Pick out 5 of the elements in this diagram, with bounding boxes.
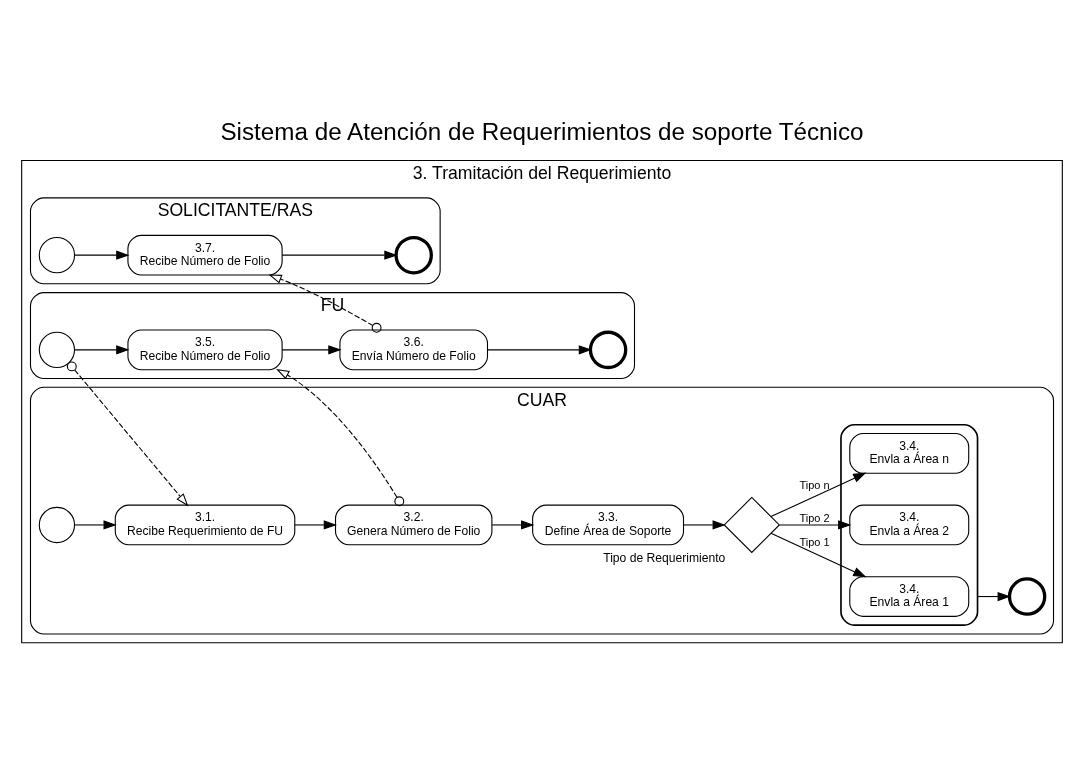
diagram-title: Sistema de Atención de Requerimientos de soporte Técnico: [220, 117, 864, 145]
edge-label: Tipo 1: [799, 535, 830, 548]
edge-label: Tipo n: [799, 478, 830, 491]
node-label: Tipo de Requerimiento: [603, 550, 726, 565]
edge-label: Tipo 2: [799, 511, 830, 524]
